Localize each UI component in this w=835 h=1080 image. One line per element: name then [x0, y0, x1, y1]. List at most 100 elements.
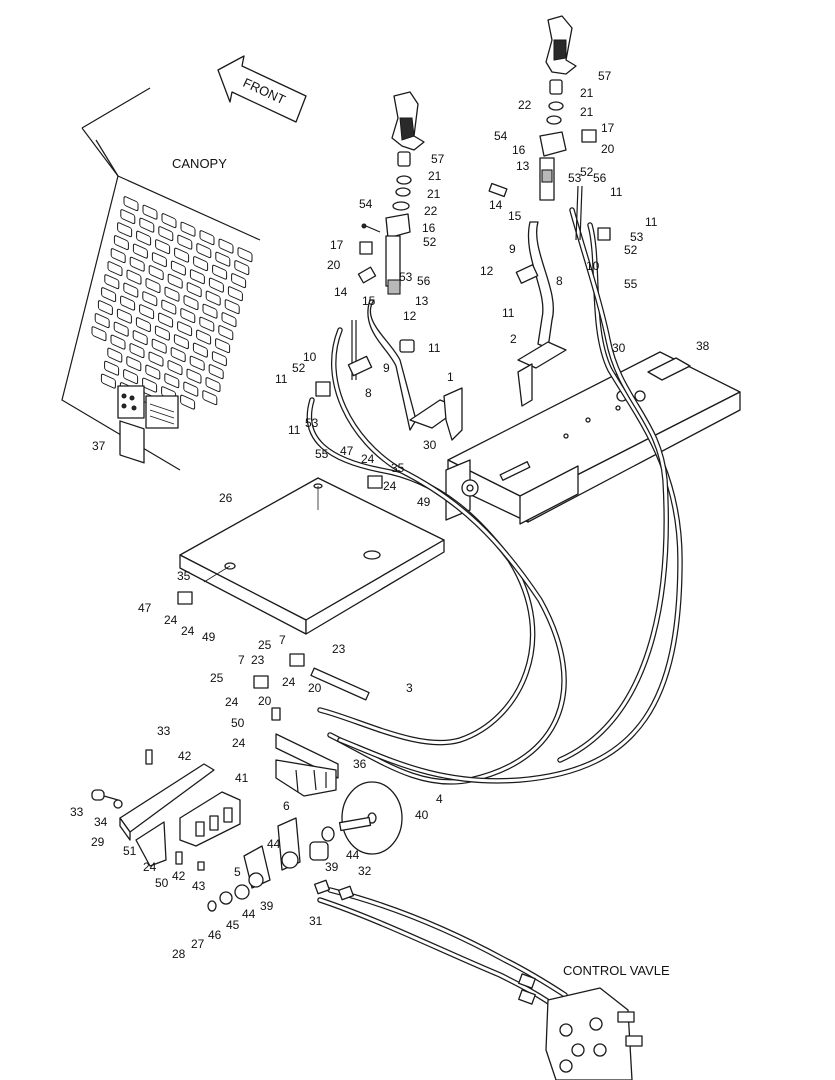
vent-key: [123, 282, 139, 298]
callout-24: 24: [232, 736, 246, 750]
vent-key: [145, 278, 161, 294]
callout-17: 17: [330, 238, 344, 252]
callout-43: 43: [192, 879, 206, 893]
vent-key: [212, 264, 228, 280]
callout-29: 29: [91, 835, 105, 849]
callout-54: 54: [359, 197, 373, 211]
decal-37: [117, 385, 179, 429]
vent-key: [221, 312, 237, 328]
callout-13: 13: [415, 294, 429, 308]
vent-key: [139, 217, 155, 233]
callout-53: 53: [568, 171, 582, 185]
callout-11: 11: [275, 372, 288, 386]
callout-52: 52: [423, 235, 437, 249]
callout-23: 23: [251, 653, 265, 667]
callout-7: 7: [238, 653, 245, 667]
callout-24: 24: [164, 613, 178, 627]
vent-key: [104, 274, 120, 290]
vent-key: [123, 196, 139, 212]
callout-9: 9: [383, 361, 390, 375]
vent-key: [139, 304, 155, 320]
vent-key: [199, 316, 215, 332]
vent-key: [173, 334, 189, 350]
callout-11: 11: [610, 185, 623, 199]
callout-49: 49: [202, 630, 216, 644]
vent-key: [120, 209, 136, 225]
callout-4: 4: [436, 792, 443, 806]
callout-39: 39: [325, 860, 339, 874]
vent-key: [113, 321, 129, 337]
vent-key: [161, 213, 177, 229]
vent-key: [208, 277, 224, 293]
callout-31: 31: [309, 914, 323, 928]
callout-2: 2: [510, 332, 517, 346]
vent-key: [202, 303, 218, 319]
vent-key: [151, 338, 167, 354]
vent-key: [170, 347, 186, 363]
vent-key: [132, 243, 148, 259]
vent-key: [174, 247, 190, 263]
callout-35: 35: [177, 569, 191, 583]
callout-24: 24: [282, 675, 296, 689]
callout-57: 57: [431, 152, 445, 166]
decal-panel-37: [119, 420, 145, 464]
callout-53: 53: [630, 230, 644, 244]
callout-14: 14: [334, 285, 348, 299]
vent-key: [170, 260, 186, 276]
callout-12: 12: [403, 309, 417, 323]
callout-11: 11: [502, 306, 515, 320]
callout-24: 24: [361, 452, 375, 466]
canopy-panel: CANOPY: [61, 87, 261, 471]
callout-46: 46: [208, 928, 222, 942]
callout-3: 3: [406, 681, 413, 695]
vent-key: [97, 300, 113, 316]
callout-25: 25: [210, 671, 224, 685]
mounting-bracket: [445, 351, 741, 525]
canopy-label: CANOPY: [172, 156, 227, 171]
callout-50: 50: [155, 876, 169, 890]
vent-key: [126, 356, 142, 372]
vent-key: [218, 238, 234, 254]
vent-key: [129, 343, 145, 359]
vent-key: [215, 338, 231, 354]
callout-38: 38: [696, 339, 710, 353]
vent-key: [110, 334, 126, 350]
callout-53: 53: [399, 270, 413, 284]
callout-7: 7: [279, 633, 286, 647]
callout-42: 42: [178, 749, 192, 763]
callout-10: 10: [303, 350, 317, 364]
vent-key: [91, 326, 107, 342]
vent-key: [101, 287, 117, 303]
vent-key: [154, 325, 170, 341]
callout-11: 11: [288, 423, 301, 437]
vent-key: [110, 248, 126, 264]
vent-key: [167, 273, 183, 289]
vent-key: [155, 239, 171, 255]
right-joystick: [488, 15, 611, 407]
vent-key: [196, 329, 212, 345]
vent-key: [202, 390, 218, 406]
vent-key: [142, 377, 158, 393]
vent-key: [142, 291, 158, 307]
vent-key: [167, 360, 183, 376]
left-joystick: [315, 91, 463, 441]
vent-key: [116, 308, 132, 324]
callout-56: 56: [593, 171, 607, 185]
vent-key: [180, 308, 196, 324]
vent-key: [186, 282, 202, 298]
vent-key: [129, 256, 145, 272]
callout-22: 22: [518, 98, 532, 112]
vent-key: [186, 368, 202, 384]
callout-30: 30: [423, 438, 437, 452]
vent-key: [136, 230, 152, 246]
callout-50: 50: [231, 716, 245, 730]
callout-14: 14: [489, 198, 503, 212]
callout-45: 45: [226, 918, 240, 932]
callout-36: 36: [353, 757, 367, 771]
vent-key: [227, 286, 243, 302]
callout-32: 32: [358, 864, 372, 878]
callout-12: 12: [480, 264, 494, 278]
callout-24: 24: [383, 479, 397, 493]
callout-10: 10: [586, 259, 600, 273]
